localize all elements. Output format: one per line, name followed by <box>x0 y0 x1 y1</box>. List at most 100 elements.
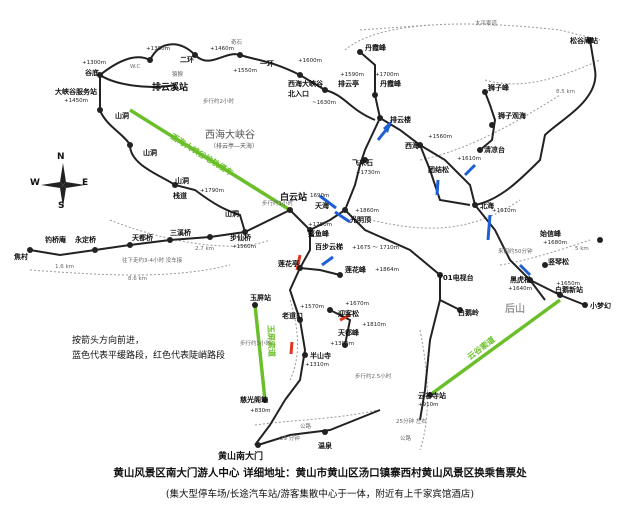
station-labels: 谷底 W.C 二环 一环 排云溪站 西海大峡谷 北入口 丹霞峰 排云亭 丹霞峰 … <box>13 36 611 462</box>
svg-text:步行约2.5小时: 步行约2.5小时 <box>355 372 392 380</box>
yungu-cable <box>428 298 562 397</box>
label-baie: 白鹅岭 <box>458 308 479 317</box>
svg-text:+1864m: +1864m <box>375 267 399 273</box>
steep-arrow <box>339 313 351 322</box>
label-baiyun: 白云站 <box>280 191 307 203</box>
label-banshansi: 半山寺 <box>310 351 331 360</box>
svg-text:25分钟 左右: 25分钟 左右 <box>396 417 427 425</box>
label-701: 701电视台 <box>438 273 474 282</box>
label-shuqin: 竖琴松 <box>548 257 569 266</box>
label-lianhuafeng: 莲花峰 <box>345 265 367 274</box>
label-ciguangge: 慈光阁站 <box>240 395 268 404</box>
svg-text:+1670m: +1670m <box>345 301 369 307</box>
label-xiaomenghuan: 小梦幻 <box>589 301 611 310</box>
svg-text:奇石: 奇石 <box>231 38 243 46</box>
steep-arrow <box>289 341 294 355</box>
svg-text:+1590m: +1590m <box>340 72 364 78</box>
svg-text:+1560m: +1560m <box>232 244 256 250</box>
svg-text:~1630m: ~1630m <box>312 100 336 106</box>
label-yihuan: 一环 <box>260 60 274 68</box>
svg-text:2.7 km: 2.7 km <box>195 246 214 252</box>
xhdxg-logo: 西海大峡谷 <box>205 128 255 141</box>
label-jiaocun: 焦村 <box>13 252 28 261</box>
label-wenquan: 温泉 <box>318 441 333 450</box>
flat-arrow <box>463 163 477 177</box>
label-guangmingding: 光明顶 <box>349 215 371 224</box>
label-beihai: 北海 <box>480 201 494 210</box>
label-aoyu: 鳌鱼峰 <box>308 229 330 238</box>
station-nodes <box>27 37 603 448</box>
label-sd1: 山洞 <box>115 111 129 120</box>
compass-rose <box>41 163 85 207</box>
svg-text:+1650m: +1650m <box>556 281 580 287</box>
label-yongding: 永定桥 <box>74 235 97 244</box>
svg-text:+1680m: +1680m <box>543 240 567 246</box>
label-xihai: 西海 <box>405 141 419 150</box>
label-lianhuating: 莲花亭 <box>278 259 299 268</box>
flat-arrow <box>486 214 492 241</box>
svg-text:+910m: +910m <box>418 402 438 408</box>
taiping-cable-label: 太平索道 <box>475 19 498 27</box>
svg-text:29 分钟: 29 分钟 <box>280 434 300 442</box>
footer-address: 黄山风景区南大门游人中心 详细地址：黄山市黄山区汤口镇寨西村黄山风景区换乘售票处 <box>0 465 640 480</box>
label-danxia2: 丹霞峰 <box>379 79 402 88</box>
svg-text:步行约3小时: 步行约3小时 <box>240 339 271 347</box>
label-heihu: 黑虎松 <box>510 275 531 284</box>
label-beirukou: 北入口 <box>288 89 309 98</box>
label-danxia: 丹霞峰 <box>364 43 387 52</box>
label-baiexin: 白鹅新站 <box>555 285 583 294</box>
svg-text:+1460m: +1460m <box>210 46 234 52</box>
footer-note: (集大型停车场/长途汽车站/游客集散中心于一体，附近有上千家宾馆酒店) <box>165 489 475 500</box>
label-songgu: 松谷庵站 <box>570 36 598 45</box>
label-qingliang: 清凉台 <box>484 145 505 154</box>
svg-text:公路: 公路 <box>400 434 412 442</box>
svg-text:8.6 km: 8.6 km <box>128 276 147 282</box>
svg-text:+1790m: +1790m <box>200 188 224 194</box>
label-paiyunting: 排云亭 <box>338 79 359 88</box>
svg-text:+1640m: +1640m <box>508 286 532 292</box>
label-tiandu: 天都峰 <box>338 328 360 337</box>
label-shizi: 狮子峰 <box>487 83 510 92</box>
flat-arrow <box>319 194 337 210</box>
label-nanmen: 黄山南大门 <box>218 450 263 462</box>
altitudes: +1300m +1380m +1460m +1550m +1600m +1450… <box>64 46 580 414</box>
legend-line-2: 蓝色代表平缓路段，红色代表陡峭路段 <box>72 351 226 361</box>
label-laodaokou: 老道口 <box>281 311 303 320</box>
label-feilaishi: 飞来石 <box>352 158 373 167</box>
footer-detail: 详细地址：黄山市黄山区汤口镇寨西村黄山风景区换乘售票处 <box>243 467 527 479</box>
svg-text:猿猴: 猿猴 <box>172 70 184 78</box>
svg-text:+1700m: +1700m <box>375 72 399 78</box>
compass-e: E <box>82 178 89 188</box>
label-yungu: 云谷寺站 <box>418 391 446 400</box>
svg-text:+1600m: +1600m <box>298 58 322 64</box>
label-buxian: 步仙桥 <box>230 233 252 242</box>
svg-text:+1790m: +1790m <box>308 222 332 228</box>
label-paiyunxi: 排云溪站 <box>152 81 188 93</box>
label-wc: W.C <box>130 64 141 70</box>
svg-text:+830m: +830m <box>250 408 270 414</box>
svg-text:+1730m: +1730m <box>356 170 380 176</box>
yuping-cable <box>253 304 267 401</box>
label-tianhai: 天海 <box>315 201 329 210</box>
label-dxgfw: 大峡谷服务站 <box>55 87 97 96</box>
svg-text:+1380m: +1380m <box>330 341 354 347</box>
label-xhdxg: 西海大峡谷 <box>288 79 324 88</box>
direction-arrows <box>289 120 532 355</box>
label-diaoqiao: 钓桥庵 <box>44 235 67 244</box>
svg-text:+1675 ～ 1710m: +1675 ～ 1710m <box>352 245 399 251</box>
svg-text:+1860m: +1860m <box>355 208 379 214</box>
svg-text:8.5 km: 8.5 km <box>556 89 575 95</box>
label-yingkesong: 迎客松 <box>338 309 359 318</box>
label-erhuan: 二环 <box>180 56 194 64</box>
label-tianduqiao: 天都桥 <box>132 233 154 242</box>
label-sanxi: 三溪桥 <box>170 228 192 237</box>
svg-text:+1380m: +1380m <box>146 46 170 52</box>
compass-n: N <box>57 152 65 162</box>
flat-arrow <box>518 263 532 277</box>
svg-text:+1450m: +1450m <box>64 98 88 104</box>
label-shixin: 始信峰 <box>539 229 562 238</box>
label-sd2: 山洞 <box>143 148 157 157</box>
xihai-canyon-rail <box>129 108 291 212</box>
cableways <box>129 108 562 401</box>
